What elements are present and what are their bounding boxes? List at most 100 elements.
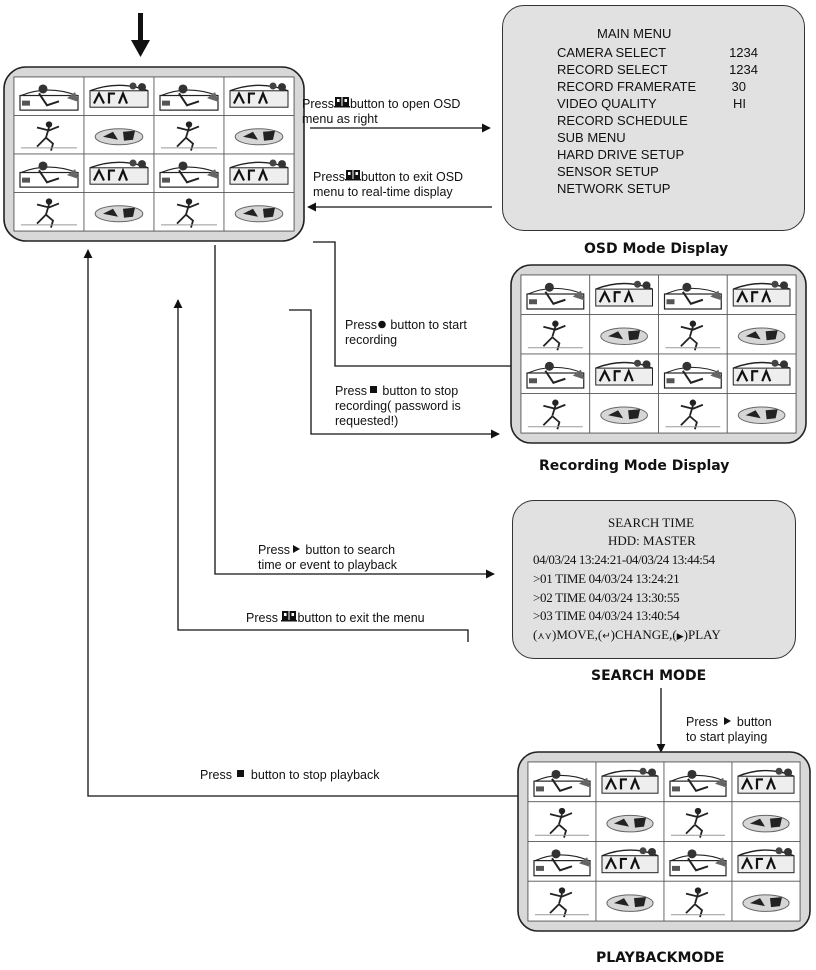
annotation-stop-playback: Press button to stop playback (200, 768, 380, 783)
osd-menu-value: HI (733, 96, 746, 111)
stop-square-icon (367, 384, 379, 399)
fat-cat-sign-thumbnail (731, 761, 801, 803)
search-panel-label: SEARCH MODE (591, 668, 707, 684)
woman-on-couch-thumbnail (658, 353, 728, 394)
menu-book-icon (344, 169, 361, 185)
menu-book-icon (333, 96, 350, 112)
woman-on-couch-thumbnail (527, 761, 597, 803)
woman-on-couch-thumbnail (520, 274, 591, 315)
search-menu-box: SEARCH TIME HDD: MASTER 04/03/24 13:24:2… (512, 500, 796, 659)
runner-thumbnail (13, 115, 85, 155)
woman-on-couch-thumbnail (153, 153, 225, 193)
updown-arrows-icon: ⋏⋎ (537, 631, 552, 642)
osd-menu-item: RECORD FRAMERATE (557, 79, 697, 94)
runner-thumbnail (153, 192, 225, 232)
osd-menu-title: MAIN MENU (597, 26, 672, 41)
runner-thumbnail (520, 314, 591, 355)
play-icon: ▶ (676, 632, 684, 642)
start-arrow (131, 13, 150, 57)
annotation-exit-menu: Press button to exit the menu (246, 610, 425, 626)
woman-on-couch-thumbnail (13, 153, 85, 193)
fat-cat-sign-thumbnail (726, 353, 797, 394)
runner-thumbnail (520, 393, 591, 434)
cars-thumbnail (223, 115, 295, 155)
fat-cat-sign-thumbnail (726, 274, 797, 315)
cars-thumbnail (83, 115, 155, 155)
osd-menu-item: RECORD SELECT (557, 62, 668, 77)
stop-square-icon (235, 768, 247, 783)
search-hdd: HDD: MASTER (608, 533, 696, 548)
woman-on-couch-thumbnail (527, 841, 597, 882)
osd-menu-item: RECORD SCHEDULE (557, 113, 688, 128)
fat-cat-sign-thumbnail (83, 153, 155, 193)
search-range: 04/03/24 13:24:21-04/03/24 13:44:54 (533, 552, 715, 567)
cars-thumbnail (726, 393, 797, 434)
fat-cat-sign-thumbnail (589, 274, 659, 315)
runner-thumbnail (663, 880, 733, 922)
record-dot-icon (377, 318, 387, 333)
woman-on-couch-thumbnail (520, 353, 591, 394)
fat-cat-sign-thumbnail (223, 76, 295, 116)
cars-thumbnail (731, 880, 801, 922)
osd-menu-item: HARD DRIVE SETUP (557, 147, 685, 162)
woman-on-couch-thumbnail (153, 76, 225, 116)
enter-icon: ↵ (602, 631, 611, 642)
osd-menu-value: 1234 (729, 45, 758, 60)
arrow-stop-playback (83, 249, 520, 797)
runner-thumbnail (13, 192, 85, 232)
search-entry: >03 TIME 04/03/24 13:40:54 (533, 608, 680, 623)
cars-thumbnail (731, 801, 801, 842)
search-entry: >01 TIME 04/03/24 13:24:21 (533, 571, 680, 586)
cars-thumbnail (726, 314, 797, 355)
fat-cat-sign-thumbnail (83, 76, 155, 116)
osd-menu-value: 30 (731, 79, 746, 94)
osd-menu-item: SUB MENU (557, 130, 626, 145)
osd-menu-item: SENSOR SETUP (557, 164, 659, 179)
arrow-exit-menu (173, 299, 469, 642)
fat-cat-sign-thumbnail (589, 353, 659, 394)
search-help: (⋏⋎)MOVE,(↵)CHANGE,(▶)PLAY (533, 627, 721, 642)
osd-menu-item: VIDEO QUALITY (557, 96, 657, 111)
search-title: SEARCH TIME (608, 515, 695, 530)
arrow-search (214, 245, 495, 579)
fat-cat-sign-thumbnail (595, 761, 665, 803)
runner-thumbnail (663, 801, 733, 842)
menu-book-icon (281, 610, 298, 626)
arrow-stop-recording (289, 309, 500, 439)
playback-display-panel (517, 751, 811, 932)
osd-menu-value: 1234 (729, 62, 758, 77)
live-display-panel (3, 66, 305, 242)
fat-cat-sign-thumbnail (731, 841, 801, 882)
woman-on-couch-thumbnail (663, 841, 733, 882)
runner-thumbnail (527, 801, 597, 842)
osd-menu-item: CAMERA SELECT (557, 45, 667, 60)
osd-menu-item: NETWORK SETUP (557, 181, 671, 196)
search-entry: >02 TIME 04/03/24 13:30:55 (533, 589, 680, 605)
playback-panel-label: PLAYBACKMODE (596, 950, 725, 966)
woman-on-couch-thumbnail (13, 76, 85, 116)
woman-on-couch-thumbnail (663, 761, 733, 803)
runner-thumbnail (658, 314, 728, 355)
fat-cat-sign-thumbnail (223, 153, 295, 193)
cars-thumbnail (83, 192, 155, 232)
woman-on-couch-thumbnail (658, 274, 728, 315)
cars-thumbnail (223, 192, 295, 232)
cars-thumbnail (595, 801, 665, 842)
runner-thumbnail (527, 880, 597, 922)
osd-panel-label: OSD Mode Display (584, 241, 729, 257)
runner-thumbnail (153, 115, 225, 155)
arrow-start-recording (313, 241, 520, 371)
fat-cat-sign-thumbnail (595, 841, 665, 882)
cars-thumbnail (589, 314, 659, 355)
play-triangle-icon (290, 543, 302, 558)
cars-thumbnail (595, 880, 665, 922)
cars-thumbnail (589, 393, 659, 434)
